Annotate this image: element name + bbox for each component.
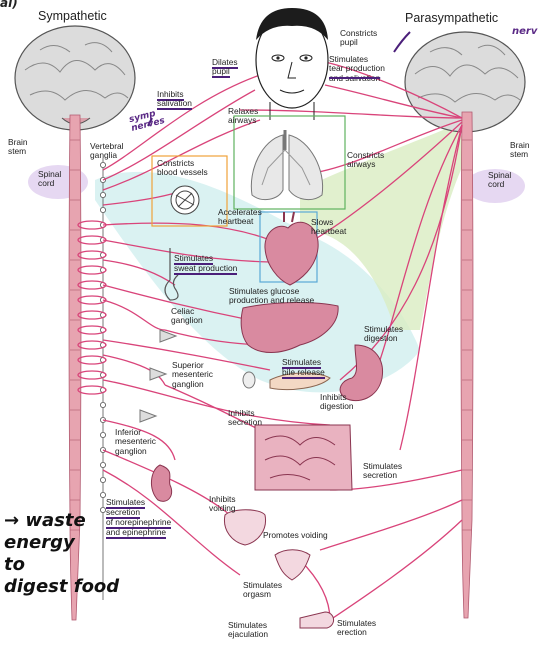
sweat-production-label: sweat production [174,263,238,275]
stomach-illustration [339,344,384,402]
bile-release-label: bile release [282,367,325,379]
ne-epinephrine-text: and epinephrine [106,527,167,539]
superior-mesenteric-ganglion-illustration [149,367,168,381]
inhibits-digestion-label: Inhibits digestion [320,392,354,412]
stimulates-secretion-label: Stimulates secretion [363,461,403,481]
parasympathetic-green-band [300,125,470,330]
parasympathetic-header: Parasympathetic [405,11,499,25]
penis-illustration [299,611,334,629]
bladder-illustration [223,509,267,546]
sweat-production-text: sweat production [174,263,238,275]
sweat-gland-illustration [164,248,179,301]
heart-illustration [259,211,319,286]
spinal-segments [70,139,472,531]
left-spinal-cord-label: Spinal cord [38,169,62,189]
bile-release-text: bile release [282,367,325,379]
dilates-pupil-label: Dilates pupil [212,57,238,79]
celiac-ganglion-label: Celiac ganglion [171,306,203,326]
liver-illustration [240,302,339,353]
constricts-pupil-label: Constricts pupil [340,28,378,48]
constricts-blood-vessels-label: Constricts blood vessels [157,158,208,178]
stimulates-ejaculation-label: Stimulates ejaculation [228,620,269,640]
stimulates-erection-label: Stimulates erection [337,618,377,638]
right-brain-stem-label: Brain stem [510,140,530,160]
left-brain-stem-label: Brain stem [8,137,28,157]
face-illustration [255,8,329,120]
handwritten-nerves-right: nerv [512,26,538,37]
stimulates-sweat-text: Stimulates [174,253,214,265]
stimulates-orgasm-label: Stimulates orgasm [243,580,283,600]
blood-vessel-illustration [151,155,228,227]
stimulates-digestion-label: Stimulates digestion [364,324,404,344]
inhibits-secretion-label: Inhibits secretion [228,408,262,428]
vertebral-ganglia-label: Vertebral ganglia [90,141,124,161]
ne-norepinephrine-text: of norepinephrine [106,517,172,529]
celiac-ganglion-illustration [159,329,178,343]
cord-to-ganglia-loops [77,220,107,395]
relaxes-airways-label: Relaxes airways [228,106,259,126]
slows-heartbeat-label: Slows heartbeat [311,217,347,237]
ne-secretion-text: secretion [106,507,140,519]
ne-stimulates-label: Stimulates [106,497,146,509]
uterus-illustration [274,549,311,581]
right-spinal-cord-highlight [465,169,525,203]
sympathetic-teal-band [95,171,420,393]
right-spinal-cord [460,111,474,619]
glucose-label: Stimulates glucose production and releas… [229,286,315,306]
tear-production-label: Stimulates tear production [329,54,385,74]
stimulates-sweat-label: Stimulates [174,253,214,265]
right-spinal-cord-label: Spinal cord [488,170,512,190]
ne-epinephrine-label: and epinephrine [106,527,167,539]
sympathetic-header: Sympathetic [38,9,107,23]
ne-norepinephrine-label: of norepinephrine [106,517,172,529]
and-salivation-label: and salivation [329,73,381,83]
constricts-airways-label: Constricts airways [347,150,385,170]
ne-secretion-label: secretion [106,507,140,519]
accelerates-heartbeat-label: Accelerates heartbeat [218,207,262,227]
inferior-mesenteric-ganglion-illustration [139,409,158,423]
lungs-illustration [233,115,346,210]
inhibits-voiding-label: Inhibits voiding [209,494,236,514]
corner-fragment: al) [0,0,18,10]
inhibits-salivation-label: Inhibits salivation [157,89,192,111]
stimulates-bile-text: Stimulates [282,357,322,369]
gallbladder-illustration [242,371,256,389]
left-brain [14,25,136,131]
superior-mesenteric-label: Superior mesenteric ganglion [172,360,213,389]
right-brain [404,31,526,133]
inhibits-salivation-text: Inhibits salivation [157,89,192,111]
intestines-illustration [254,424,353,491]
dilates-pupil-text: Dilates pupil [212,57,238,79]
pancreas-illustration [269,372,331,391]
inferior-mesenteric-label: Inferior mesenteric ganglion [115,427,156,456]
adrenal-kidney-illustration [151,464,173,502]
handwritten-waste-energy-note: → waste energy to digest food [4,510,120,597]
sympathetic-nerves [102,74,331,576]
promotes-voiding-label: Promotes voiding [263,530,328,540]
stimulates-bile-label: Stimulates [282,357,322,369]
handwritten-arrow-parasympathetic [393,31,411,53]
handwritten-arrow-symp-nerves [147,117,153,127]
ne-stimulates-text: Stimulates [106,497,146,509]
